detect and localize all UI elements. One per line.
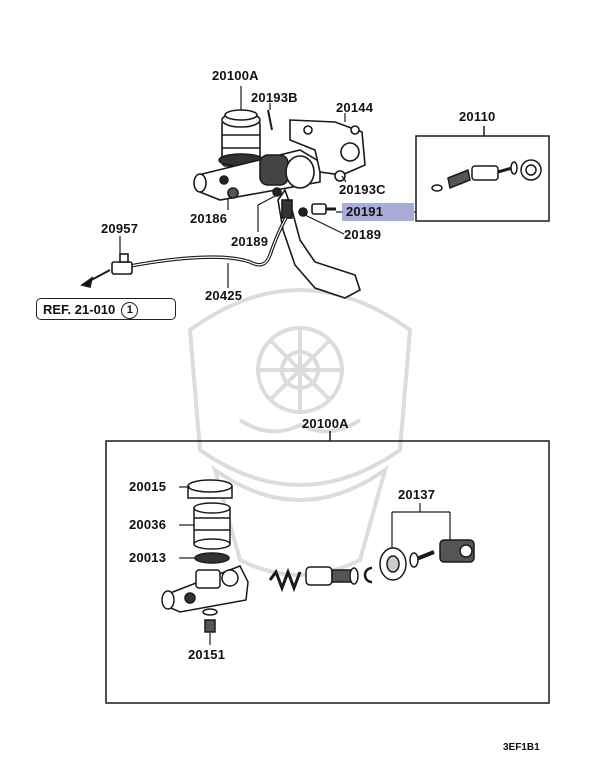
label-20191-highlighted[interactable]: 20191 <box>342 203 414 221</box>
lower-cap <box>187 479 233 499</box>
lower-snap-ring <box>363 566 373 584</box>
lower-grommet <box>194 552 230 564</box>
lower-boot <box>379 547 407 581</box>
lower-reservoir <box>193 502 231 550</box>
upper-bolt-20191 <box>311 203 336 215</box>
label-20036: 20036 <box>129 517 167 532</box>
label-20189-right: 20189 <box>344 227 382 242</box>
upper-hose-clip <box>111 253 133 275</box>
label-20015: 20015 <box>129 479 167 494</box>
label-20193b: 20193B <box>251 90 298 105</box>
label-20137: 20137 <box>398 487 436 502</box>
label-20957: 20957 <box>101 221 139 236</box>
label-20186: 20186 <box>190 211 228 226</box>
lower-box <box>105 431 550 704</box>
lower-cylinder-body <box>161 565 249 613</box>
label-20425: 20425 <box>205 288 243 303</box>
upper-reservoir <box>218 109 264 167</box>
lower-piston <box>305 566 359 586</box>
label-20151: 20151 <box>188 647 226 662</box>
lower-leader-lines <box>179 486 451 645</box>
reference-circle-number: 1 <box>121 302 139 319</box>
figure-code: 3EF1B1 <box>503 742 540 753</box>
reference-text: REF. 21-010 <box>43 302 116 317</box>
repair-kit-parts <box>431 159 542 192</box>
lower-fitting <box>202 608 218 633</box>
upper-bracket <box>289 119 366 182</box>
lower-spring <box>268 567 302 593</box>
upper-assembly <box>80 109 366 299</box>
watermark-logo <box>187 288 413 577</box>
label-20144: 20144 <box>336 100 374 115</box>
label-20193c: 20193C <box>339 182 386 197</box>
lower-parts <box>161 479 475 633</box>
label-20013: 20013 <box>129 550 167 565</box>
label-20100a-lower: 20100A <box>302 416 349 431</box>
label-20110: 20110 <box>459 109 496 124</box>
reference-box[interactable]: REF. 21-010 1 <box>36 298 176 320</box>
label-20189-left: 20189 <box>231 234 269 249</box>
repair-kit-box <box>415 126 550 222</box>
upper-cylinder-body <box>193 149 321 201</box>
label-20100a-upper: 20100A <box>212 68 259 83</box>
lower-clevis <box>409 539 475 568</box>
